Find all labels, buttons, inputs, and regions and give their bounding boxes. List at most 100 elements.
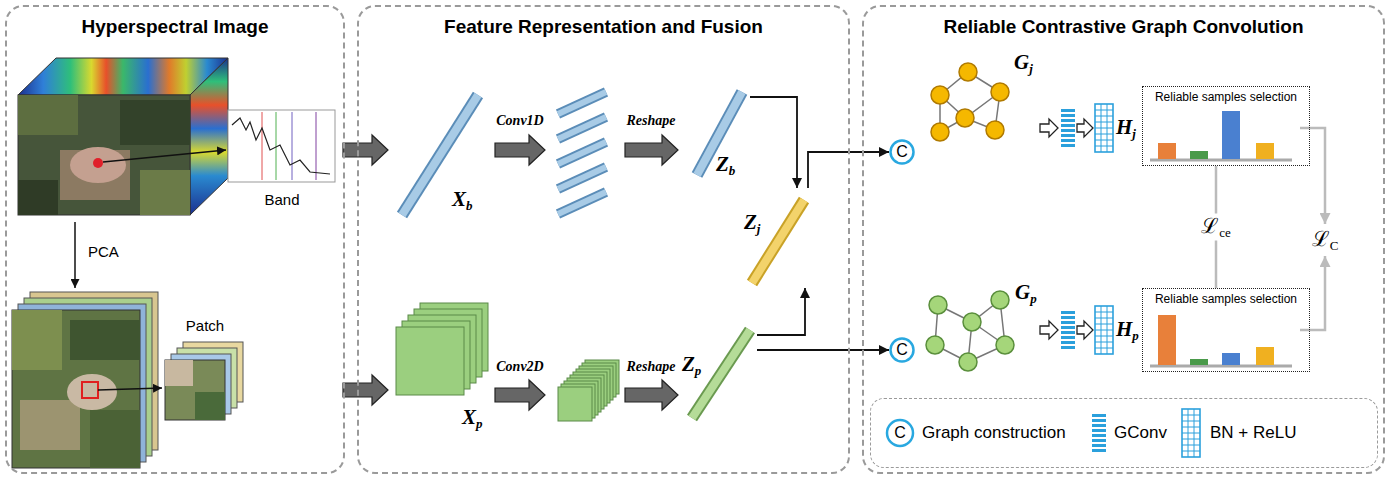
feature-vector: Zb <box>688 82 750 182</box>
feature-vector <box>558 167 606 189</box>
panel: Feature Representation and FusionXb ZbZjX… <box>357 5 850 474</box>
hyperspectral-cube <box>18 95 78 135</box>
math-symbol: Xb <box>452 187 473 214</box>
fused-vector: Zj <box>742 188 812 288</box>
leader-line <box>103 150 226 162</box>
feature-maps <box>396 327 464 395</box>
feature-vector <box>558 192 606 214</box>
feature-vector: Xb <box>390 82 490 222</box>
panel-heading: Reliable Contrastive Graph Convolution <box>864 15 1383 39</box>
subscript: b <box>466 198 473 213</box>
graph-gp <box>959 353 977 371</box>
feature-maps: Xp <box>394 300 489 435</box>
feature-vector <box>558 142 606 164</box>
pca-image-stack <box>82 382 98 398</box>
pca-image-stack <box>67 374 117 410</box>
feature-vector <box>558 142 606 164</box>
subscript: p <box>476 416 483 431</box>
pca-arrow <box>74 222 76 288</box>
selection-box: Reliable samples selection <box>1142 288 1310 372</box>
math-symbol: Zj <box>744 210 760 237</box>
bar-chart <box>1256 347 1274 365</box>
feature-vector <box>558 192 606 214</box>
hollow-arrow <box>1040 119 1093 339</box>
pca-image-stack <box>90 410 140 468</box>
legend-icon <box>1182 409 1200 457</box>
block-arrow <box>625 135 678 165</box>
subscript: p <box>1030 291 1037 306</box>
gconv-icon <box>1061 311 1075 349</box>
hyperspectral-cube <box>18 95 190 215</box>
patch-stack <box>165 360 193 386</box>
hyperspectral-cube <box>18 180 58 215</box>
hyperspectral-cube <box>70 147 126 183</box>
feature-maps <box>396 303 619 421</box>
construction-circle: C <box>889 337 915 363</box>
feature-vector <box>558 92 606 114</box>
panel-heading: Hyperspectral Image <box>7 15 343 39</box>
connector <box>750 97 797 188</box>
graph: Gj <box>922 50 1038 145</box>
block-arrow <box>343 375 388 405</box>
graph-gj <box>931 86 949 104</box>
legend-text: BN + ReLU <box>1210 423 1296 443</box>
subscript: p <box>695 363 702 378</box>
spectrum-plot <box>292 112 293 180</box>
pca-image-stack <box>70 320 140 360</box>
hollow-arrow <box>1040 321 1058 339</box>
spectrum-plot <box>232 118 330 174</box>
feature-vector <box>558 117 606 139</box>
operation-label: Conv1D <box>496 112 543 129</box>
graph-gj <box>991 83 1009 101</box>
feature-vector <box>692 330 750 418</box>
feature-vector <box>558 92 606 114</box>
spectrum-plot <box>276 112 277 180</box>
graph-gj <box>956 109 974 127</box>
loss-line <box>1300 256 1325 330</box>
pca-image-stack <box>12 310 62 370</box>
block-arrow <box>495 380 545 410</box>
bar-chart <box>1222 353 1240 365</box>
operation-label: Conv2D <box>496 358 543 375</box>
selection-box: Reliable samples selection <box>1142 86 1310 166</box>
connector <box>757 349 889 351</box>
legend-text: GConv <box>1114 423 1167 443</box>
feature-vector <box>558 117 606 139</box>
block-arrow <box>495 135 545 165</box>
feature-vector <box>558 167 606 189</box>
pca-image-stack <box>20 400 80 450</box>
subscript: j <box>1132 126 1136 141</box>
feature-vector <box>752 200 804 283</box>
spectrum-plot <box>316 112 317 180</box>
spectrum-plot <box>262 112 263 180</box>
block-arrow <box>343 135 388 165</box>
math-symbol: Zp <box>682 352 701 379</box>
math-symbol: Hj <box>1116 115 1136 142</box>
hollow-arrow <box>1077 321 1093 339</box>
bn-relu-icon <box>1095 104 1113 152</box>
operation-label: Reshape <box>627 358 676 375</box>
legend-icon <box>887 420 913 446</box>
bar-chart <box>1158 315 1176 365</box>
legend-text: Graph construction <box>922 423 1066 443</box>
loss-symbol: ℒC <box>1312 227 1339 254</box>
gconv-icon <box>1061 109 1075 147</box>
graph-gj <box>931 123 949 141</box>
graph-gj <box>931 63 1009 141</box>
loss-symbol: ℒce <box>1199 214 1233 241</box>
feature-vector <box>402 95 478 215</box>
spectrum-plot <box>228 110 335 182</box>
hollow-arrow <box>1077 119 1093 137</box>
hyperspectral-cube <box>140 170 190 215</box>
legend-icon <box>1092 414 1106 452</box>
bar-chart <box>1150 111 1292 366</box>
panel-heading: Feature Representation and Fusion <box>359 15 848 39</box>
block-arrow <box>625 380 678 410</box>
panel: Hyperspectral Image <box>5 5 345 474</box>
math-symbol: Gp <box>1015 280 1037 307</box>
operation-label: Reshape <box>627 112 676 129</box>
step-label: PCA <box>88 243 119 261</box>
graph-gp <box>929 296 947 314</box>
